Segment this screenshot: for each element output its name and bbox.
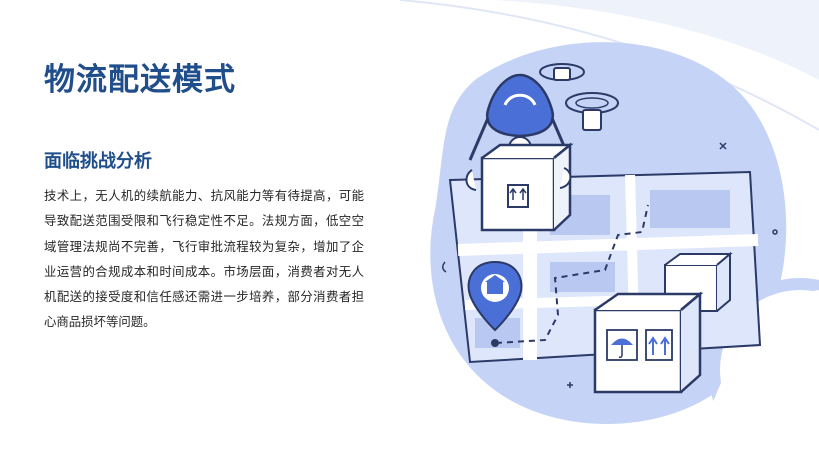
- sparkle-decorations: [442, 142, 778, 388]
- body-paragraph: 技术上，无人机的续航能力、抗风能力等有待提高，可能导致配送范围受限和飞行稳定性不…: [44, 188, 364, 330]
- slide-title: 物流配送模式: [44, 62, 236, 98]
- propeller-discs: [539, 63, 619, 131]
- section-heading: 面临挑战分析: [44, 151, 152, 172]
- this-side-up-arrows-icon: [645, 329, 673, 361]
- package-box-icon: [465, 142, 574, 232]
- umbrella-symbol-icon: [606, 329, 638, 361]
- map-pin-icon: [467, 260, 523, 347]
- drone-delivery-illustration: [380, 0, 819, 461]
- delivery-route: [495, 204, 649, 344]
- parcel-stack: [593, 251, 733, 394]
